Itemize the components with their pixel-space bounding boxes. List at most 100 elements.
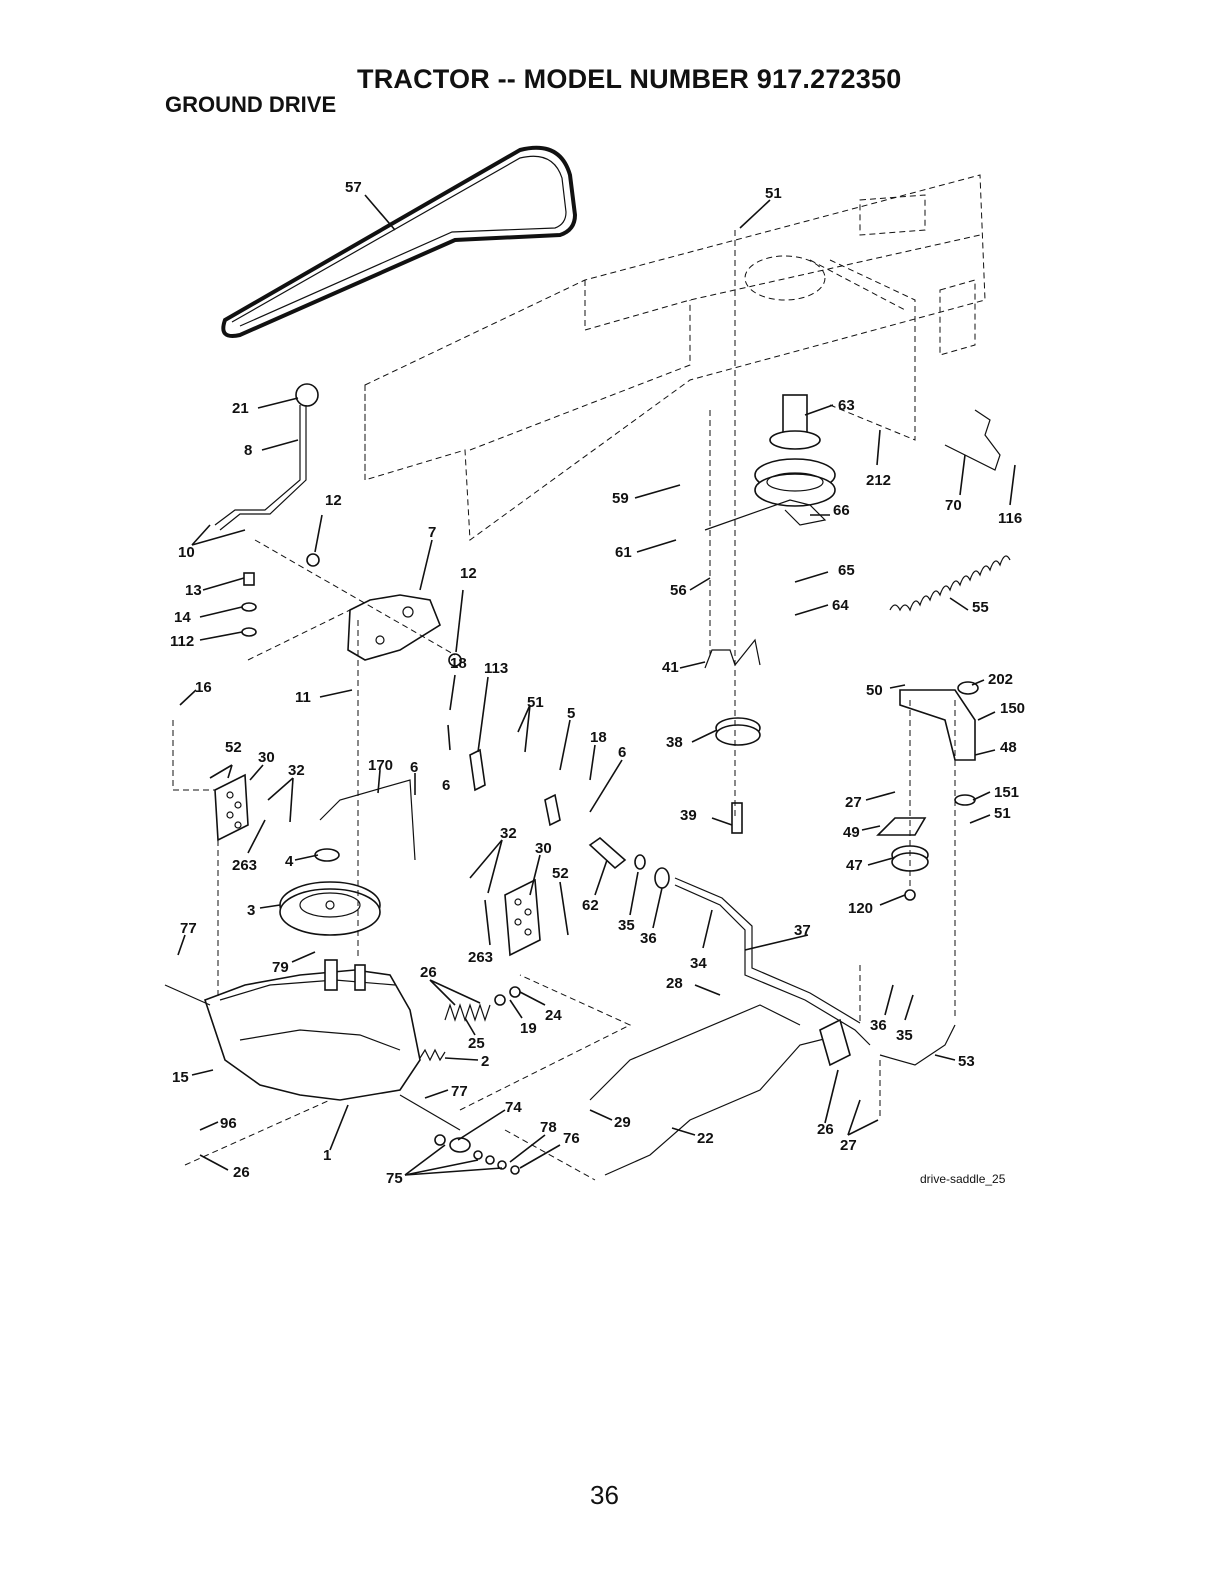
callout-41: 41	[662, 659, 679, 676]
callout-12: 12	[325, 492, 342, 509]
callout-6: 6	[410, 759, 418, 776]
callout-10: 10	[178, 544, 195, 561]
callout-36: 36	[870, 1017, 887, 1034]
callout-61: 61	[615, 544, 632, 561]
washer-12-right	[448, 653, 462, 667]
callout-25: 25	[468, 1035, 485, 1052]
callout-16: 16	[195, 679, 212, 696]
idler-bracket-48	[876, 681, 979, 901]
callout-64: 64	[832, 597, 849, 614]
callout-30: 30	[258, 749, 275, 766]
callout-150: 150	[1000, 700, 1025, 717]
callout-57: 57	[345, 179, 362, 196]
callout-13: 13	[185, 582, 202, 599]
figure-id: drive-saddle_25	[920, 1172, 1006, 1186]
callout-3: 3	[247, 902, 255, 919]
callout-202: 202	[988, 671, 1013, 688]
drive-belt	[221, 145, 578, 338]
callout-15: 15	[172, 1069, 189, 1086]
callout-32: 32	[288, 762, 305, 779]
callout-30: 30	[535, 840, 552, 857]
callout-leaders	[177, 194, 1016, 1176]
callout-24: 24	[545, 1007, 562, 1024]
callout-77: 77	[451, 1083, 468, 1100]
callout-78: 78	[540, 1119, 557, 1136]
callout-75: 75	[386, 1170, 403, 1187]
callout-79: 79	[272, 959, 289, 976]
callout-56: 56	[670, 582, 687, 599]
callout-66: 66	[833, 502, 850, 519]
callout-14: 14	[174, 609, 191, 626]
callout-116: 116	[998, 510, 1022, 527]
callout-170: 170	[368, 757, 393, 774]
callout-120: 120	[848, 900, 873, 917]
section-title: GROUND DRIVE	[165, 92, 337, 117]
bracket-26-right	[819, 1018, 851, 1067]
lever-bracket	[347, 594, 441, 661]
callout-48: 48	[1000, 739, 1017, 756]
callout-49: 49	[843, 824, 860, 841]
callout-19: 19	[520, 1020, 537, 1037]
callout-6: 6	[618, 744, 626, 761]
callout-112: 112	[170, 633, 194, 650]
callout-6: 6	[442, 777, 450, 794]
callout-62: 62	[582, 897, 599, 914]
assembly-guide-lines	[172, 230, 956, 1181]
spring-2	[419, 1048, 446, 1062]
callout-12: 12	[460, 565, 477, 582]
callout-51: 51	[765, 185, 782, 202]
page-title: TRACTOR -- MODEL NUMBER 917.272350	[357, 64, 902, 94]
callout-70: 70	[945, 497, 962, 514]
callout-28: 28	[666, 975, 683, 992]
transaxle-1	[164, 959, 461, 1131]
callout-47: 47	[846, 857, 863, 874]
callout-35: 35	[896, 1027, 913, 1044]
plate-left-30	[214, 773, 249, 842]
callout-26: 26	[817, 1121, 834, 1138]
callout-76: 76	[563, 1130, 580, 1147]
spring-55	[889, 555, 1011, 612]
callout-38: 38	[666, 734, 683, 751]
callout-113: 113	[484, 660, 508, 677]
rod-53	[879, 1024, 956, 1066]
callout-18: 18	[590, 729, 607, 746]
tractor-frame	[364, 174, 986, 541]
callout-27: 27	[840, 1137, 857, 1154]
rod-28	[589, 1004, 801, 1101]
callout-212: 212	[866, 472, 891, 489]
sleeve-62	[588, 836, 670, 889]
callout-50: 50	[866, 682, 883, 699]
bracket-5	[544, 793, 561, 827]
bracket-41	[704, 638, 761, 669]
callout-51: 51	[994, 805, 1011, 822]
callout-29: 29	[614, 1114, 631, 1131]
callout-1: 1	[323, 1147, 331, 1164]
callout-35: 35	[618, 917, 635, 934]
callout-4: 4	[285, 853, 294, 870]
plate-center-30	[504, 878, 541, 957]
page-number: 36	[590, 1480, 619, 1510]
callout-96: 96	[220, 1115, 237, 1132]
callout-22: 22	[697, 1130, 714, 1147]
callout-18: 18	[450, 655, 467, 672]
idler-arm-66	[704, 499, 827, 531]
brake-shaft-34	[674, 884, 871, 1046]
washer-12-left	[306, 553, 320, 567]
callout-74: 74	[505, 1099, 522, 1116]
pulley-38	[715, 717, 761, 746]
upper-pulley	[754, 394, 836, 507]
snap-ring-4	[314, 848, 340, 862]
callout-34: 34	[690, 955, 707, 972]
callout-26: 26	[233, 1164, 250, 1181]
shift-lever	[214, 383, 319, 531]
callout-263: 263	[468, 949, 493, 966]
callout-51: 51	[527, 694, 544, 711]
callout-53: 53	[958, 1053, 975, 1070]
rod-170	[319, 779, 416, 861]
callout-27: 27	[845, 794, 862, 811]
callout-77: 77	[180, 920, 197, 937]
callout-26: 26	[420, 964, 437, 981]
bolt-stack-13	[241, 572, 257, 637]
callout-263: 263	[232, 857, 257, 874]
